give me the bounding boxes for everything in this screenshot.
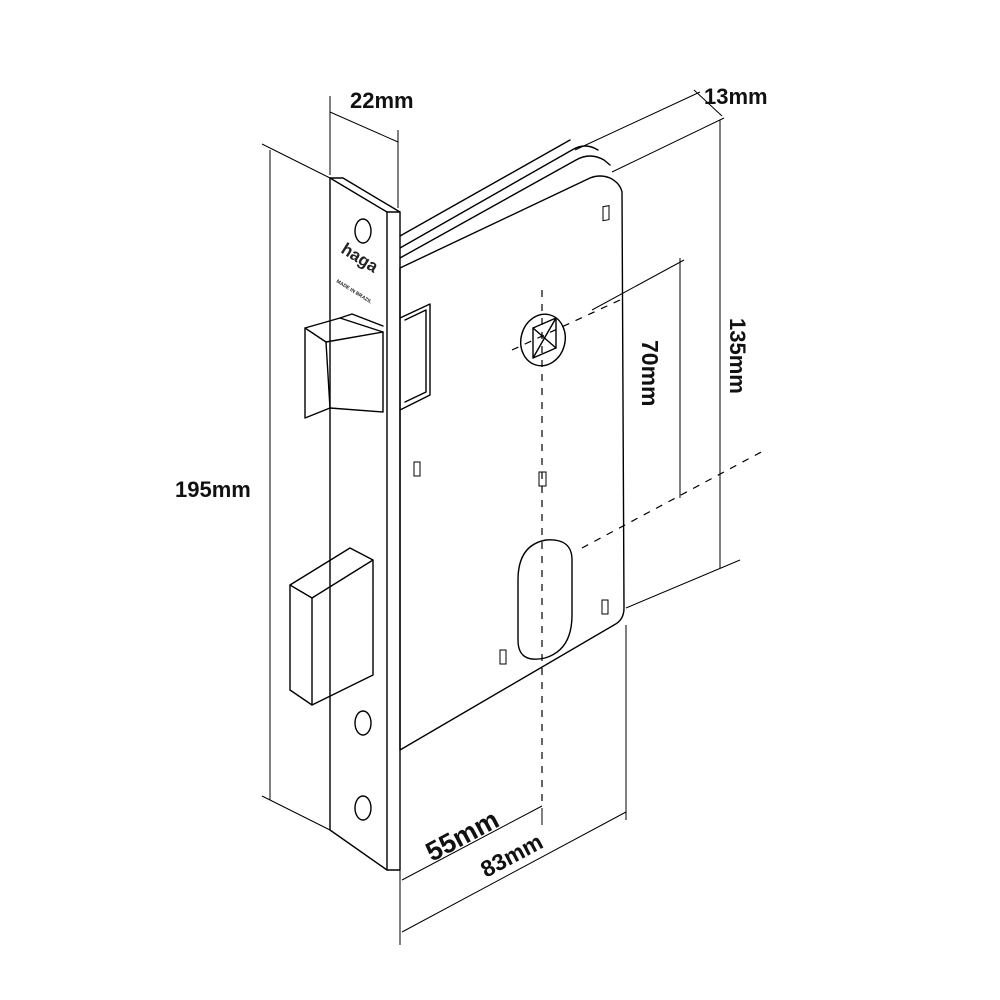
latch-bolt <box>304 313 384 419</box>
latch-window <box>399 303 431 411</box>
case-mounting-slots <box>413 205 610 665</box>
dead-bolt <box>289 547 374 706</box>
lock-case-plate <box>399 175 625 751</box>
dim-depth-offset: 13mm <box>574 84 768 173</box>
svg-text:13mm: 13mm <box>704 84 768 109</box>
screw-hole-middle <box>354 710 372 736</box>
lock-case-thickness <box>399 139 611 259</box>
made-in-label: MADE IN BRAZIL <box>335 279 373 306</box>
dim-total-height: 195mm <box>175 143 331 831</box>
dim-case-height: 135mm <box>625 120 750 609</box>
screw-hole-top <box>354 218 372 244</box>
svg-text:22mm: 22mm <box>350 88 414 113</box>
screw-hole-bottom <box>354 795 372 821</box>
dim-center-distance: 70mm <box>591 258 685 498</box>
svg-text:70mm: 70mm <box>637 340 663 406</box>
svg-text:195mm: 195mm <box>175 477 251 502</box>
center-lines <box>511 290 766 808</box>
spindle-follower <box>520 313 566 367</box>
brand-logo: haga <box>338 239 382 276</box>
cylinder-slot <box>517 539 573 660</box>
svg-text:135mm: 135mm <box>725 318 750 394</box>
faceplate: haga MADE IN BRAZIL <box>329 177 401 871</box>
dim-faceplate-width: 22mm <box>329 88 414 208</box>
dim-case-depth: 83mm <box>401 625 627 933</box>
